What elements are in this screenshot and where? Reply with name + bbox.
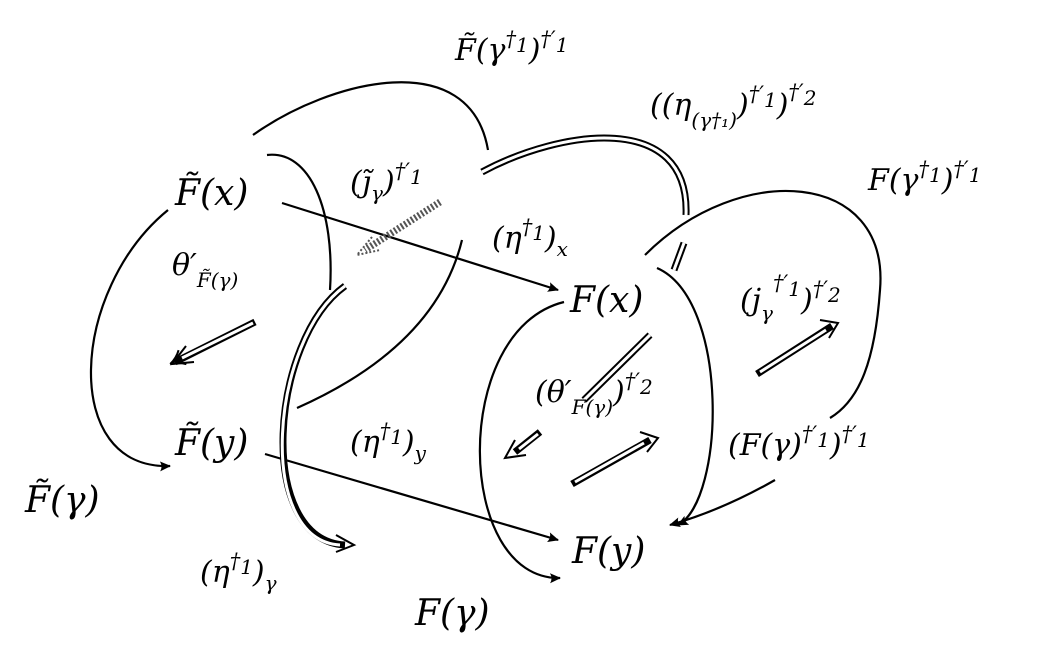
label-f-gamma-dag: F(γ†1)†′1: [867, 157, 981, 198]
label-eta-gamma-dag: ((η(γ†₁))†′1)†′2: [650, 80, 816, 132]
edge-fgamma: [478, 300, 565, 584]
label-eta-gamma: (η†1)γ: [200, 549, 277, 595]
edge-ft-gamma-dag-lower: [296, 239, 464, 410]
node-ft-y: F̃(y): [174, 422, 248, 464]
label-ftgamma: F̃(γ): [24, 479, 100, 521]
label-j-gamma: (jγ†′1)†′2: [740, 271, 841, 325]
label-theta-prime: θ′F̃(γ): [172, 248, 238, 292]
edge-fgamma-right: [656, 266, 714, 526]
edge-eta-y: [264, 452, 559, 542]
edge-ft-gamma-dag: [252, 81, 490, 151]
label-theta-f: (θ′F(γ))†′2: [535, 369, 653, 419]
node-f-y: F(y): [571, 531, 645, 572]
edge-ftgamma-mid: [266, 153, 332, 291]
node-ft-x: F̃(x): [174, 172, 248, 214]
label-ft-gamma-dag: F̃(γ†1)†′1: [454, 27, 568, 68]
label-fgamma: F(γ): [414, 593, 490, 634]
edge-eta-x: [281, 201, 559, 292]
node-f-x: F(x): [569, 280, 643, 321]
label-eta-y: (η†1)y: [350, 419, 427, 465]
label-eta-x: (η†1)x: [492, 215, 568, 261]
cell-j-tilde: [363, 199, 442, 253]
label-f-gamma-inv: (F(γ)†′1)†′1: [728, 422, 870, 463]
label-j-tilde: (j̃γ)†′1: [350, 159, 423, 205]
edge-f-gamma-dag: [644, 190, 882, 419]
edge-ftgamma: [89, 209, 171, 472]
